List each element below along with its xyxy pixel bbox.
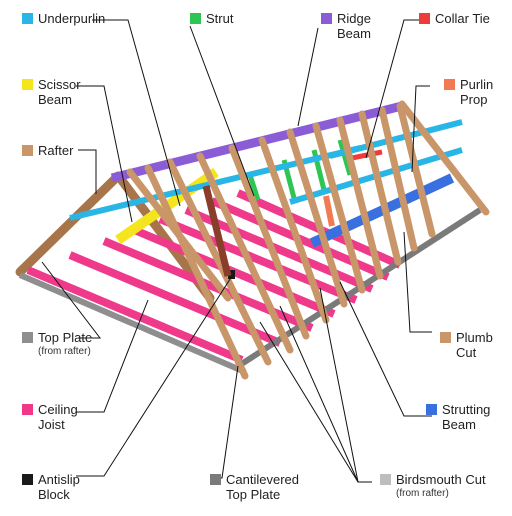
rafters <box>126 100 490 380</box>
scissor-beam-text: Scissor Beam <box>38 77 81 107</box>
strutting-beam-swatch <box>426 404 437 415</box>
birdsmouth-cut-text: Birdsmouth Cut <box>396 472 486 487</box>
label-top-plate: Top Plate (from rafter) <box>22 330 93 359</box>
top-plate-swatch <box>22 332 33 343</box>
birdsmouth-cut-subtext: (from rafter) <box>396 488 449 499</box>
purlin-prop-text: Purlin Prop <box>460 77 494 107</box>
ridge-beam-swatch <box>321 13 332 24</box>
label-plumb-cut: Plumb Cut <box>440 330 500 360</box>
top-plate-text: Top Plate <box>38 330 93 345</box>
top-plate-subtext: (from rafter) <box>38 346 91 357</box>
label-cantilevered-top-plate: Cantilevered Top Plate <box>210 472 316 502</box>
plumb-cut-text: Plumb Cut <box>456 330 493 360</box>
cantilevered-top-plate-text: Cantilevered Top Plate <box>226 472 299 502</box>
label-rafter: Rafter <box>22 143 74 158</box>
label-strut: Strut <box>190 11 234 26</box>
rafter-swatch <box>22 145 33 156</box>
label-ceiling-joist: Ceiling Joist <box>22 402 98 432</box>
collar-tie-swatch <box>419 13 430 24</box>
antislip-block-text: Antislip Block <box>38 472 80 502</box>
underpurlin-swatch <box>22 13 33 24</box>
ridge-beam <box>110 101 404 183</box>
antislip-post <box>202 185 232 277</box>
birdsmouth-cut-swatch <box>380 474 391 485</box>
top-plate <box>18 272 247 375</box>
purlin-prop-swatch <box>444 79 455 90</box>
strut-text: Strut <box>206 11 234 26</box>
label-antislip-block: Antislip Block <box>22 472 98 502</box>
rafter-text: Rafter <box>38 143 74 158</box>
ceiling-joist-swatch <box>22 404 33 415</box>
label-birdsmouth-cut: Birdsmouth Cut (from rafter) <box>380 472 508 501</box>
strutting-beam-text: Strutting Beam <box>442 402 491 432</box>
label-purlin-prop: Purlin Prop <box>444 77 504 107</box>
label-scissor-beam: Scissor Beam <box>22 77 90 107</box>
plumb-cut-swatch <box>440 332 451 343</box>
cantilevered-top-plate-swatch <box>210 474 221 485</box>
ceiling-joist-text: Ceiling Joist <box>38 402 78 432</box>
antislip-block <box>228 270 235 279</box>
label-strutting-beam: Strutting Beam <box>426 402 502 432</box>
collar-tie-text: Collar Tie <box>435 11 490 26</box>
scissor-beam-swatch <box>22 79 33 90</box>
strut-swatch <box>190 13 201 24</box>
label-underpurlin: Underpurlin <box>22 11 106 26</box>
ridge-beam-text: Ridge Beam <box>337 11 371 41</box>
underpurlin-text: Underpurlin <box>38 11 106 26</box>
antislip-block-swatch <box>22 474 33 485</box>
label-collar-tie: Collar Tie <box>419 11 490 26</box>
purlin-prop <box>323 195 335 227</box>
label-ridge-beam: Ridge Beam <box>321 11 381 41</box>
